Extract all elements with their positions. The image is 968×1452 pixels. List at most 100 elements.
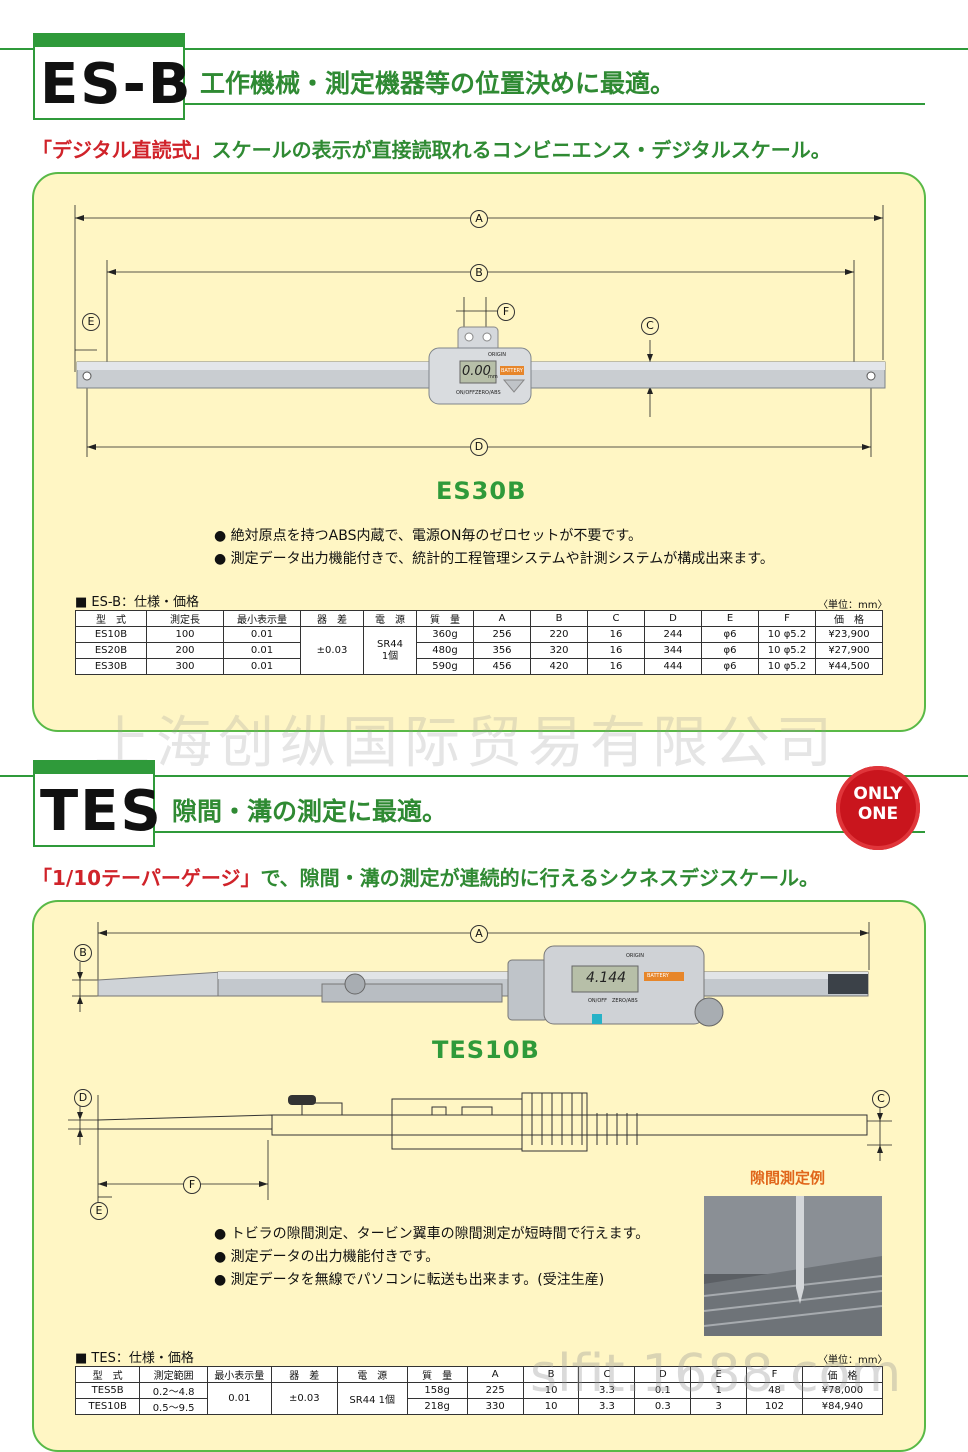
es-feature-item: ● 絶対原点を持つABS内蔵で、電源ON毎のゼロセットが不要です。 xyxy=(214,528,643,544)
cell-mass: 360g xyxy=(416,626,474,643)
tes-dim-f-label: F xyxy=(183,1176,201,1194)
tes-header-rule xyxy=(0,775,968,777)
table-row: ES20B 200 0.01 480g 356 320 16 344 φ6 10… xyxy=(75,642,883,659)
cell-c: 16 xyxy=(587,626,645,643)
tes-sub-rest: で、隙間・溝の測定が連続的に行えるシクネスデジスケール。 xyxy=(260,866,820,890)
cell-power: SR44 1個 xyxy=(363,626,417,675)
col-header: F xyxy=(758,610,816,627)
cell-a: 330 xyxy=(466,1398,524,1415)
col-header: A xyxy=(473,610,531,627)
col-header: B xyxy=(522,1366,580,1383)
col-header: 最小表示量 xyxy=(223,610,301,627)
cell-mass: 218g xyxy=(406,1398,468,1415)
col-header: 電 源 xyxy=(363,610,417,627)
tes-dim-c-label: C xyxy=(872,1090,890,1108)
tes-dim-b-label: B xyxy=(74,944,92,962)
tes-display-onoff: ON/OFF xyxy=(588,998,608,1004)
col-header: 価 格 xyxy=(815,610,883,627)
es-b-headline: 工作機械・測定機器等の位置決めに最適。 xyxy=(200,69,676,98)
es-dim-e-label: E xyxy=(82,313,100,331)
tes-model-label: TES10B xyxy=(432,1036,540,1064)
tes-feature-list: ● トビラの隙間測定、タービン翼車の隙間測定が短時間で行えます。 ● 測定データ… xyxy=(214,1223,649,1292)
col-header: F xyxy=(745,1366,803,1383)
cell-model: ES10B xyxy=(75,626,147,643)
cell-model: TES5B xyxy=(74,1382,141,1399)
gap-example-title: 隙間測定例 xyxy=(750,1169,826,1187)
tes-sub-red: 「1/10テーパーゲージ」 xyxy=(32,866,261,890)
col-header: B xyxy=(530,610,588,627)
cell-resolution: 0.01 xyxy=(206,1382,272,1415)
cell-c: 16 xyxy=(587,658,645,675)
col-header: C xyxy=(587,610,645,627)
es-display-zeroabs: ZERO/ABS xyxy=(475,390,501,396)
col-header: 最小表示量 xyxy=(206,1366,272,1383)
col-header: 型 式 xyxy=(74,1366,141,1383)
tes-dim-e-label: E xyxy=(90,1202,108,1220)
es-b-sub-rest: スケールの表示が直接読取れるコンビニエンス・デジタルスケール。 xyxy=(211,138,831,162)
tes-diagram-top xyxy=(72,922,870,1027)
tes-tag: TES xyxy=(40,779,163,844)
cell-price: ¥27,900 xyxy=(815,642,883,659)
es-display-battery: BATTERY xyxy=(501,368,523,374)
cell-resolution: 0.01 xyxy=(223,626,301,643)
watermark-company: 上海创纵国际贸易有限公司 xyxy=(94,711,838,776)
es-b-sub-red: 「デジタル直読式」 xyxy=(32,138,212,162)
es-spec-unit: 〈単位：mm〉 xyxy=(818,600,888,611)
table-row: ES30B 300 0.01 590g 456 420 16 444 φ6 10… xyxy=(75,658,883,675)
watermark-url: slfit.1688.com xyxy=(530,1344,902,1404)
cell-c: 16 xyxy=(587,642,645,659)
col-header: 型 式 xyxy=(75,610,147,627)
cell-range: 100 xyxy=(146,626,224,643)
cell-model: ES30B xyxy=(75,658,147,675)
tes-display-origin: ORIGIN xyxy=(626,953,644,959)
table-header-row: 型 式 測定範囲 最小表示量 器 差 電 源 質 量 A B C D E F 価… xyxy=(74,1366,884,1383)
tes-headline-rule xyxy=(153,831,925,833)
es-dim-f-label: F xyxy=(497,303,515,321)
cell-mass: 158g xyxy=(406,1382,468,1399)
table-row: TES5B 0.2～4.8 0.01 ±0.03 SR44 1個 158g 22… xyxy=(74,1382,884,1415)
cell-e: φ6 xyxy=(701,642,759,659)
col-header: 質 量 xyxy=(406,1366,468,1383)
cell-a: 256 xyxy=(473,626,531,643)
es-display-unit: mm xyxy=(488,374,498,380)
tes-tag-bar xyxy=(33,760,155,774)
cell-f: 10 φ5.2 xyxy=(758,626,816,643)
header-rule-top xyxy=(0,48,968,50)
cell-a: 356 xyxy=(473,642,531,659)
cell-model: TES10B xyxy=(74,1398,141,1415)
cell-accuracy: ±0.03 xyxy=(300,626,364,675)
es-b-subheadline: 「デジタル直読式」スケールの表示が直接読取れるコンビニエンス・デジタルスケール。 xyxy=(32,134,831,163)
es-b-tag-box xyxy=(33,40,185,120)
tes-display-zeroabs: ZERO/ABS xyxy=(612,998,638,1004)
tes-display-reading: 4.144 xyxy=(586,970,627,986)
es-dim-b-label: B xyxy=(470,264,488,282)
col-header: 測定長 xyxy=(146,610,224,627)
es-display-onoff: ON/OFF xyxy=(456,390,476,396)
tes-spec-unit: 〈単位：mm〉 xyxy=(818,1355,888,1366)
tes-headline: 隙間・溝の測定に最適。 xyxy=(172,797,448,826)
headline-rule xyxy=(183,103,925,105)
es-dim-d-label: D xyxy=(470,438,488,456)
tes-dim-d-label: D xyxy=(74,1089,92,1107)
col-header: C xyxy=(578,1366,636,1383)
cell-e: 3 xyxy=(690,1398,747,1415)
cell-d: 344 xyxy=(644,642,702,659)
es-b-tag: ES-B xyxy=(40,52,193,117)
es-display-reading: 0.00 xyxy=(462,364,491,379)
cell-f: 102 xyxy=(745,1398,803,1415)
col-header: 器 差 xyxy=(300,610,364,627)
cell-model: ES20B xyxy=(75,642,147,659)
badge-line: ONLY xyxy=(853,784,903,804)
cell-range: 200 xyxy=(146,642,224,659)
col-header: E xyxy=(701,610,759,627)
es-feature-list: ● 絶対原点を持つABS内蔵で、電源ON毎のゼロセットが不要です。 ● 測定デー… xyxy=(214,525,774,571)
cell-price: ¥23,900 xyxy=(815,626,883,643)
es-b-tag-bar xyxy=(33,33,185,47)
cell-mass: 590g xyxy=(416,658,474,675)
cell-e: φ6 xyxy=(701,626,759,643)
tes-display-battery: BATTERY xyxy=(647,973,669,979)
only-one-badge: ONLY ONE xyxy=(836,766,920,850)
cell-resolution: 0.01 xyxy=(223,642,301,659)
table-row: ES10B 100 0.01 ±0.03 SR44 1個 360g 256 22… xyxy=(75,626,883,675)
cell-accuracy: ±0.03 xyxy=(270,1382,338,1415)
